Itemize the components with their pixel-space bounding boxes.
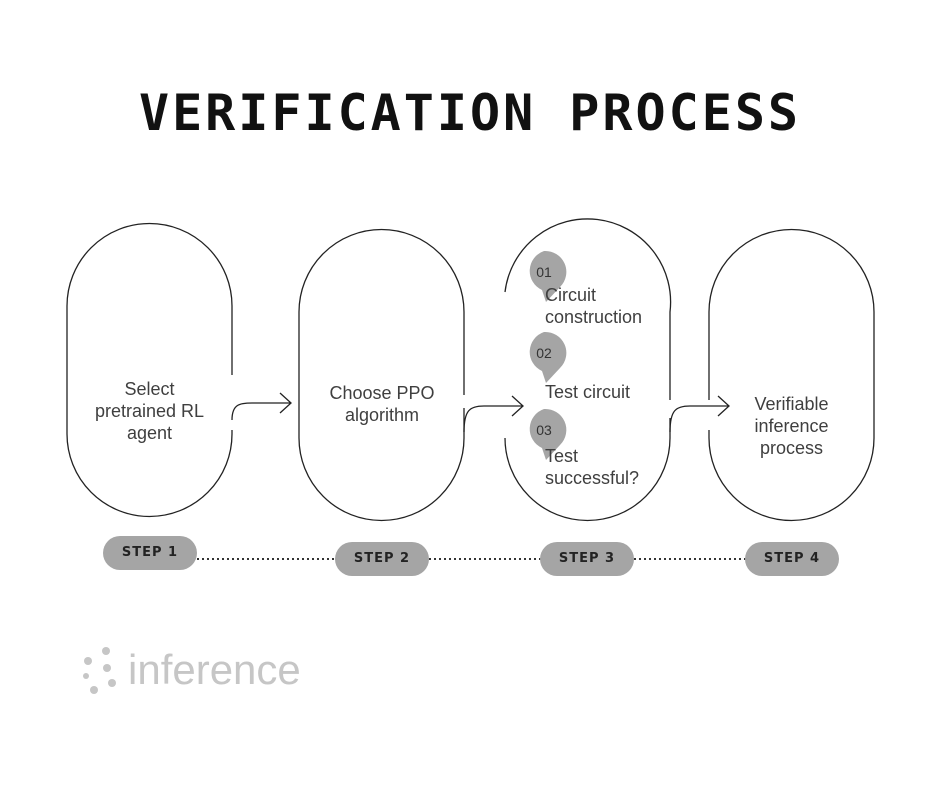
step-2-badge: STEP 2 [335,542,429,576]
badge-02-number: 02 [536,345,552,361]
stage-1-outline [66,222,233,518]
stage-2-text: Choose PPO algorithm [329,383,435,425]
logo-dots-icon [83,647,116,694]
arrow-1-to-2 [231,392,292,421]
step-1-badge: STEP 1 [103,536,197,570]
step-4-badge: STEP 4 [745,542,839,576]
stage-4-outline [708,228,875,522]
badge-03 [529,408,567,460]
page-title: VERIFICATION PROCESS [138,84,802,142]
stage-4-text: Verifiable inference process [754,394,829,458]
substep-01-label: Circuit construction [545,285,643,327]
substep-02-label: Test circuit [545,382,631,402]
stage-2-outline [298,228,465,522]
substep-03-label: Test successful? [545,446,640,488]
badge-02 [529,331,567,383]
badge-01-number: 01 [536,264,552,280]
badge-03-number: 03 [536,422,552,438]
stage-1-text: Select pretrained RL agent [94,379,205,443]
logo-wordmark: inference [128,646,301,693]
arrow-3-to-4 [669,395,730,433]
stage-3-outline [504,218,672,522]
step-3-badge: STEP 3 [540,542,634,576]
badge-01 [529,250,567,302]
arrow-2-to-3 [463,395,524,433]
